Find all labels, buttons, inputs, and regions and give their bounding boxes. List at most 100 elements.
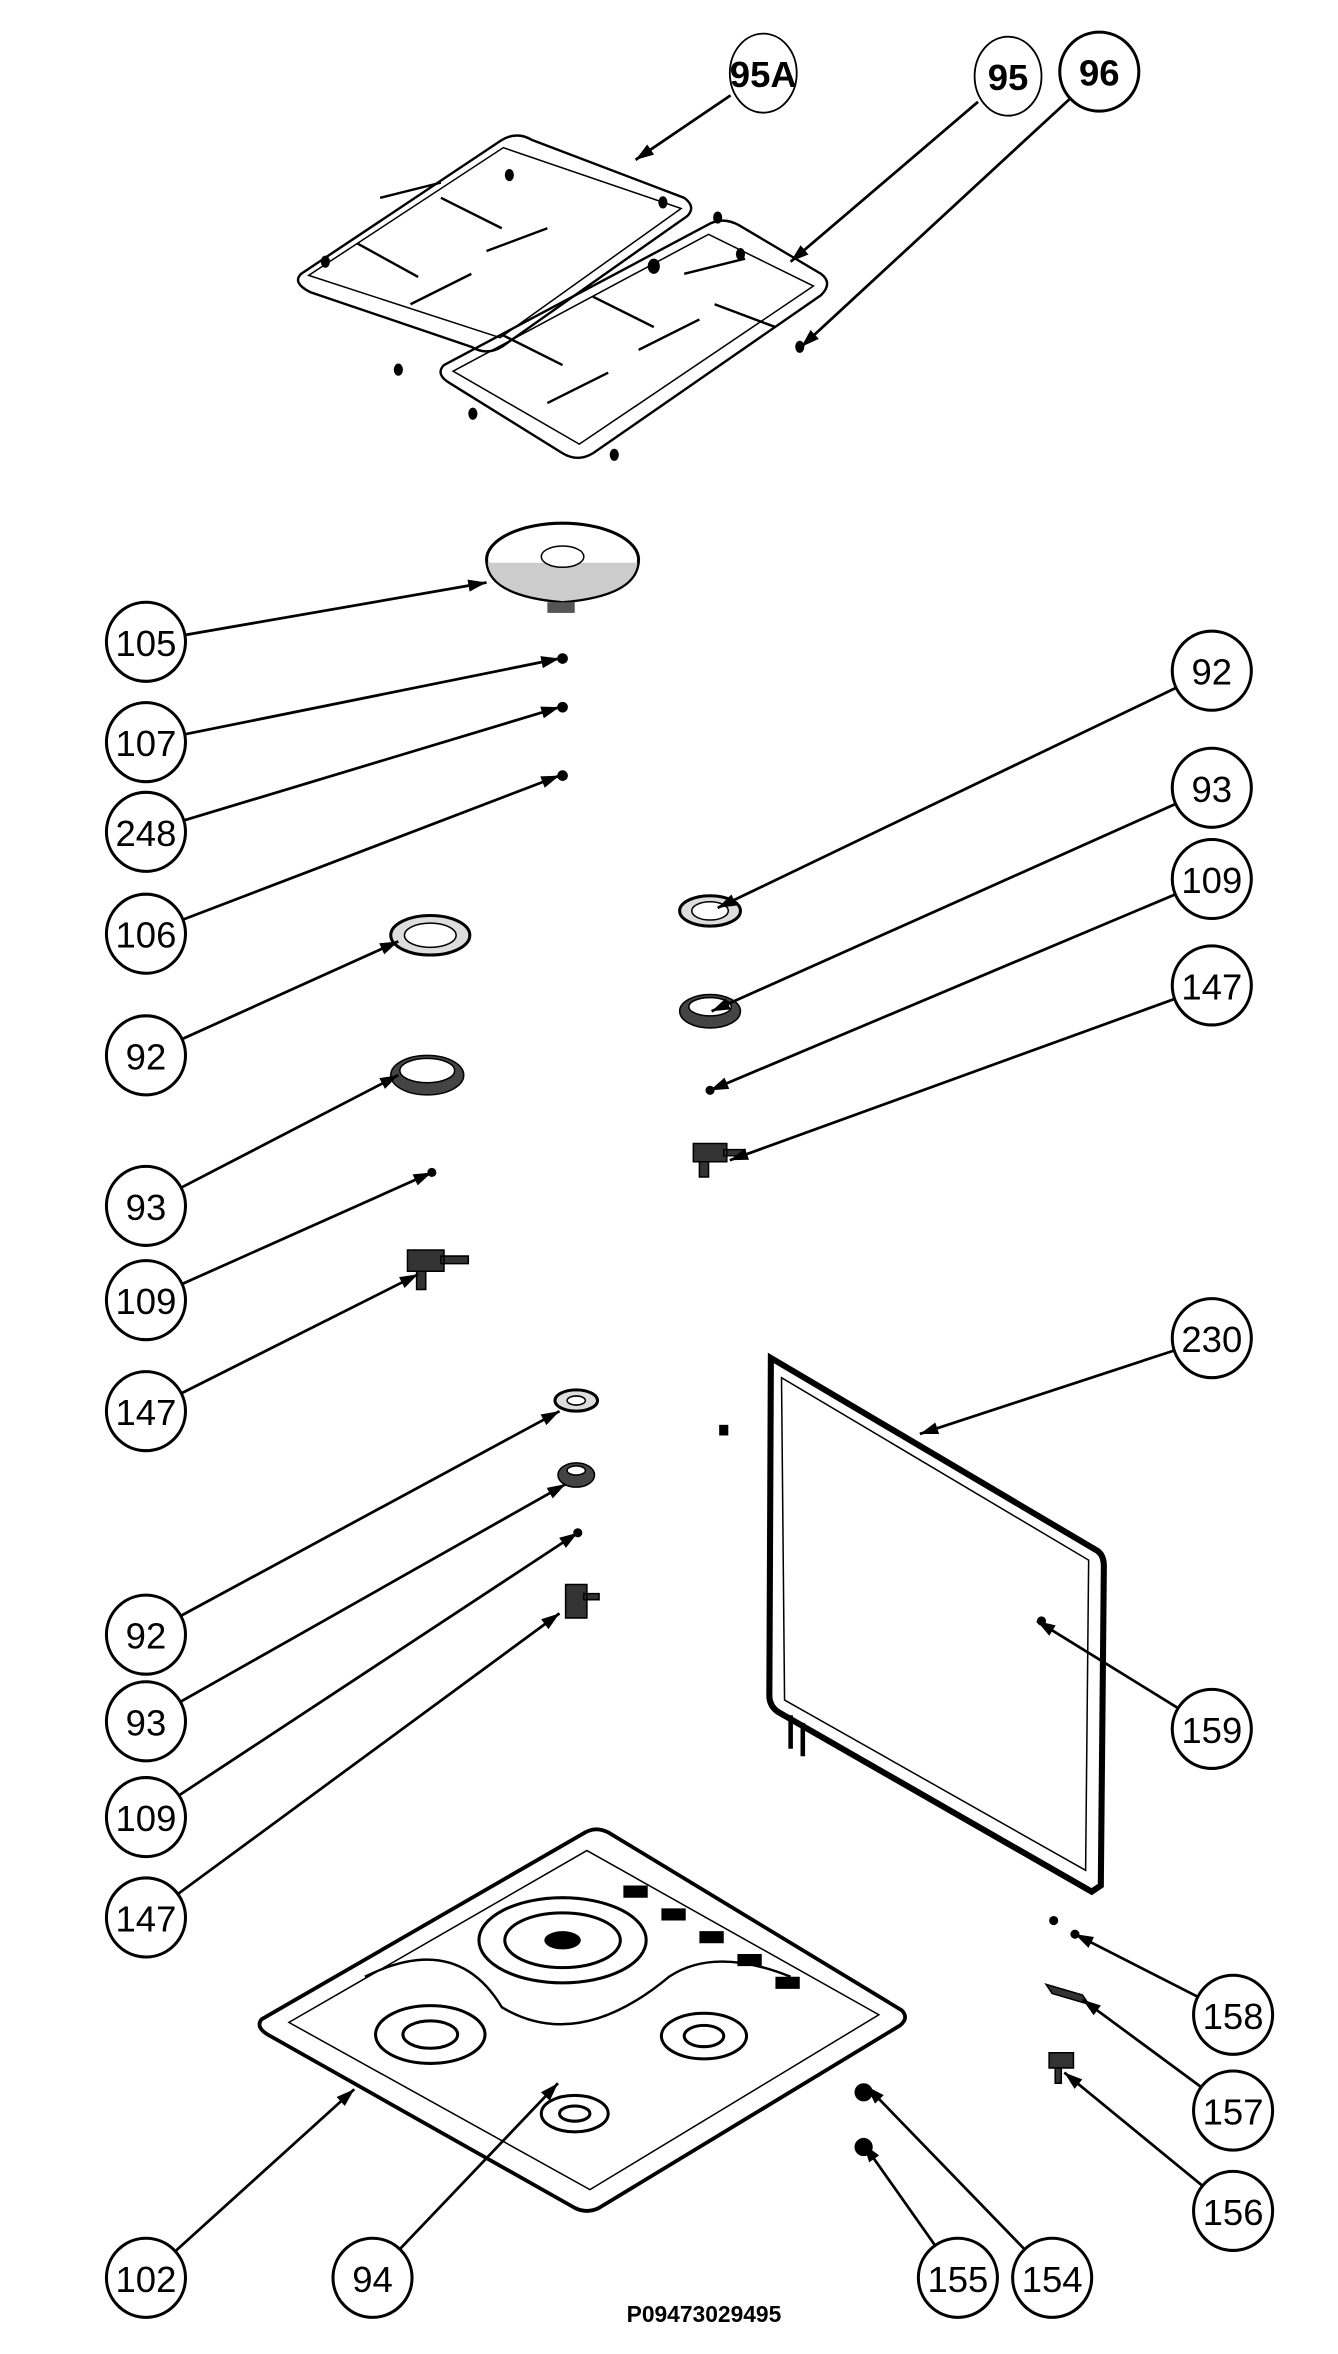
arrowhead-icon [710, 1077, 730, 1091]
callout-label: 96 [1079, 53, 1120, 94]
small-parts [427, 653, 1080, 2157]
arrowhead-icon [863, 2144, 880, 2163]
callout-109: 109 [104, 1531, 579, 1859]
callout-107: 107 [104, 656, 560, 784]
callout-circle [104, 600, 188, 683]
callout-circle [1192, 1973, 1275, 2056]
arrowhead-icon [729, 1148, 750, 1161]
callout-circle [1170, 837, 1253, 921]
leader-line [183, 705, 560, 822]
leader-line [711, 802, 1177, 1013]
callout-158: 158 [1074, 1932, 1275, 2056]
callout-label: 105 [116, 623, 177, 664]
leader-line [178, 1531, 579, 1797]
callout-93: 93 [104, 1073, 399, 1247]
burner-rings [389, 894, 742, 1488]
callout-circle [331, 2236, 414, 2319]
leader-line [398, 2082, 559, 2251]
callout-248: 248 [104, 705, 560, 873]
leader-line [1081, 1998, 1203, 2089]
leader-line [1074, 1932, 1199, 1999]
callout-circle [1011, 2236, 1094, 2319]
rubber-feet [320, 168, 805, 461]
callout-label: 106 [116, 915, 177, 956]
callout-label: 93 [1192, 769, 1233, 810]
arrowhead-icon [711, 998, 731, 1012]
callout-label: 154 [1022, 2259, 1083, 2300]
callout-label: 159 [1181, 1710, 1242, 1751]
leader-line [729, 997, 1176, 1162]
arrowhead-icon [540, 656, 560, 669]
callout-circle [104, 1776, 188, 1859]
callout-circle [104, 701, 188, 784]
callout-157: 157 [1081, 1998, 1275, 2152]
callout-109: 109 [104, 1171, 433, 1342]
callout-label: 147 [116, 1898, 177, 1939]
callout-circle [104, 892, 188, 975]
arrowhead-icon [412, 1172, 432, 1186]
arrowhead-icon [541, 1613, 560, 1630]
callout-label: 92 [1192, 652, 1233, 693]
leader-line [1063, 2071, 1204, 2187]
leader-line [180, 1073, 399, 1189]
arrowhead-icon [336, 2089, 355, 2107]
arrowhead-icon [1074, 1934, 1094, 1948]
callout-label: 94 [352, 2259, 393, 2300]
callout-circle [1170, 746, 1253, 829]
callout-230: 230 [919, 1297, 1253, 1436]
callout-circle [1170, 629, 1253, 712]
arrowhead-icon [559, 1532, 578, 1548]
callout-label: 147 [116, 1392, 177, 1433]
arrowhead-icon [919, 1422, 940, 1435]
arrowhead-icon [866, 2086, 884, 2104]
arrowhead-icon [1082, 1999, 1101, 2016]
callout-label: 93 [126, 1187, 167, 1228]
arrowhead-icon [1064, 2072, 1083, 2089]
callout-106: 106 [104, 774, 561, 975]
callout-95: 95 [789, 35, 1043, 263]
callout-92: 92 [104, 940, 399, 1097]
arrowhead-icon [540, 1411, 560, 1426]
leader-line [180, 1409, 561, 1618]
callout-circle [104, 1370, 188, 1453]
leader-line [184, 581, 487, 637]
callout-label: 109 [116, 1798, 177, 1839]
callout-label: 155 [927, 2259, 988, 2300]
callout-147: 147 [104, 1273, 419, 1453]
callout-circle [104, 1014, 188, 1097]
arrowhead-icon [540, 775, 560, 788]
callout-95A: 95A [634, 32, 798, 161]
callout-154: 154 [865, 2085, 1094, 2319]
leader-line [181, 940, 399, 1041]
callout-label: 109 [116, 1281, 177, 1322]
callout-label: 248 [116, 813, 177, 854]
callout-label: 230 [1181, 1319, 1242, 1360]
callout-circle [916, 2236, 999, 2319]
callout-96: 96 [800, 30, 1141, 348]
callout-102: 102 [104, 2088, 356, 2319]
leader-line [919, 1349, 1175, 1436]
callout-label: 157 [1203, 2092, 1264, 2133]
callout-circle [1058, 30, 1141, 113]
callout-93: 93 [711, 746, 1253, 1013]
arrowhead-icon [541, 2083, 559, 2101]
arrowhead-icon [635, 144, 655, 160]
arrowhead-icon [717, 894, 737, 908]
pan-support-left [296, 134, 693, 353]
pan-support-right [439, 219, 829, 460]
callout-circle [104, 1593, 188, 1676]
knob-parts [1044, 1983, 1091, 2084]
callout-147: 147 [104, 1612, 561, 1959]
callout-label: 158 [1203, 1996, 1264, 2037]
callout-93: 93 [104, 1482, 567, 1763]
callout-label: 92 [126, 1616, 167, 1657]
leader-line [634, 94, 732, 161]
leader-line [717, 686, 1177, 910]
callout-circle [104, 1259, 188, 1342]
leader-line [184, 657, 560, 736]
callout-label: 147 [1181, 966, 1242, 1007]
arrowhead-icon [546, 1484, 566, 1499]
arrowhead-icon [379, 1075, 399, 1089]
callout-circle [104, 1680, 188, 1763]
